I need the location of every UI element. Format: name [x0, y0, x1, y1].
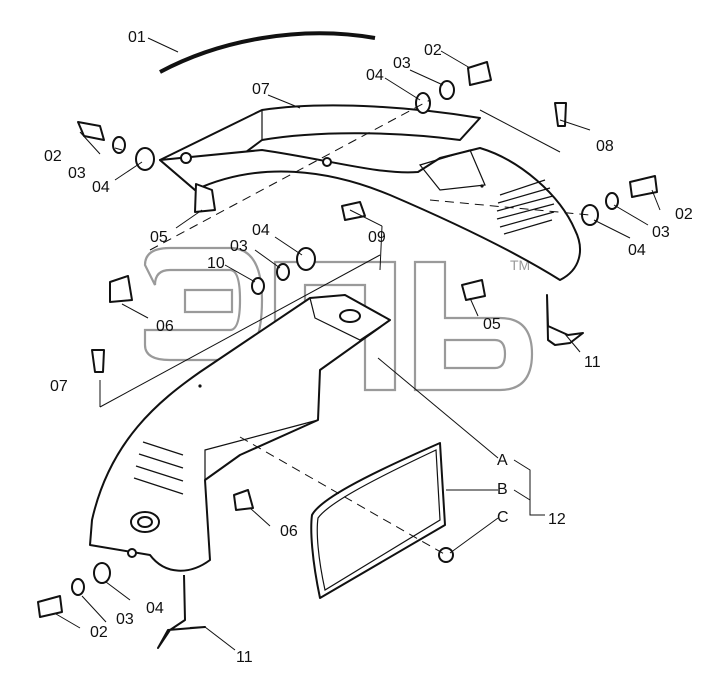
- label-12: 12: [548, 511, 566, 528]
- label-04-top: 04: [366, 67, 384, 84]
- hose-11-lower: [157, 574, 206, 649]
- label-05-right: 05: [483, 316, 501, 333]
- bolt-02-top: [415, 61, 492, 114]
- bolt-07-left: [91, 349, 105, 373]
- label-02-bottom: 02: [90, 624, 108, 641]
- bracket-06-lower: [233, 489, 254, 511]
- bolt-08: [554, 102, 567, 127]
- bracket-06-upper: [109, 275, 133, 303]
- label-06-left: 06: [156, 318, 174, 335]
- label-07-left: 07: [50, 378, 68, 395]
- label-09: 09: [368, 229, 386, 246]
- bracket-05-right: [461, 279, 486, 301]
- label-B: B: [497, 481, 508, 498]
- cover-plate-12: [310, 442, 446, 599]
- label-03-left: 03: [68, 165, 86, 182]
- label-04-bottom: 04: [146, 600, 164, 617]
- bolt-02-left: [77, 121, 155, 171]
- label-01: 01: [128, 29, 146, 46]
- leader-lines: [55, 37, 661, 651]
- label-04-left: 04: [92, 179, 110, 196]
- label-10: 10: [207, 255, 225, 272]
- label-11-right: 11: [584, 354, 601, 371]
- label-07-top: 07: [252, 81, 270, 98]
- grommet-a: [438, 547, 454, 563]
- label-04-mid: 04: [252, 222, 270, 239]
- label-05-left: 05: [150, 229, 168, 246]
- upper-cover-07: [159, 104, 581, 281]
- label-03-mid: 03: [230, 238, 248, 255]
- watermark-tm: TM: [510, 257, 530, 273]
- bracket-05-upper: [194, 183, 216, 213]
- watermark-logo: TM: [143, 246, 534, 392]
- lower-cover: [89, 294, 392, 572]
- axis-line-upper: [149, 99, 431, 251]
- gasket-strip-01: [159, 31, 376, 74]
- axis-line-right: [429, 199, 591, 216]
- hose-11-upper: [546, 294, 584, 346]
- axis-line-lower: [239, 436, 447, 556]
- label-02-left: 02: [44, 148, 62, 165]
- label-03-bottom: 03: [116, 611, 134, 628]
- label-03-top: 03: [393, 55, 411, 72]
- bracket-09: [341, 201, 366, 221]
- label-03-right: 03: [652, 224, 670, 241]
- bolt-02-bottom: [37, 562, 111, 618]
- label-02-right: 02: [675, 206, 693, 223]
- label-06-right: 06: [280, 523, 298, 540]
- part-labels: 01 02 03 04 07 02 03 04 08 02 03 04 05 0…: [44, 29, 693, 666]
- label-11-bottom: 11: [236, 649, 253, 666]
- label-04-right: 04: [628, 242, 646, 259]
- label-08: 08: [596, 138, 614, 155]
- label-A: A: [497, 452, 508, 469]
- label-02-top: 02: [424, 42, 442, 59]
- bolt-02-right: [581, 175, 658, 226]
- label-C: C: [497, 509, 509, 526]
